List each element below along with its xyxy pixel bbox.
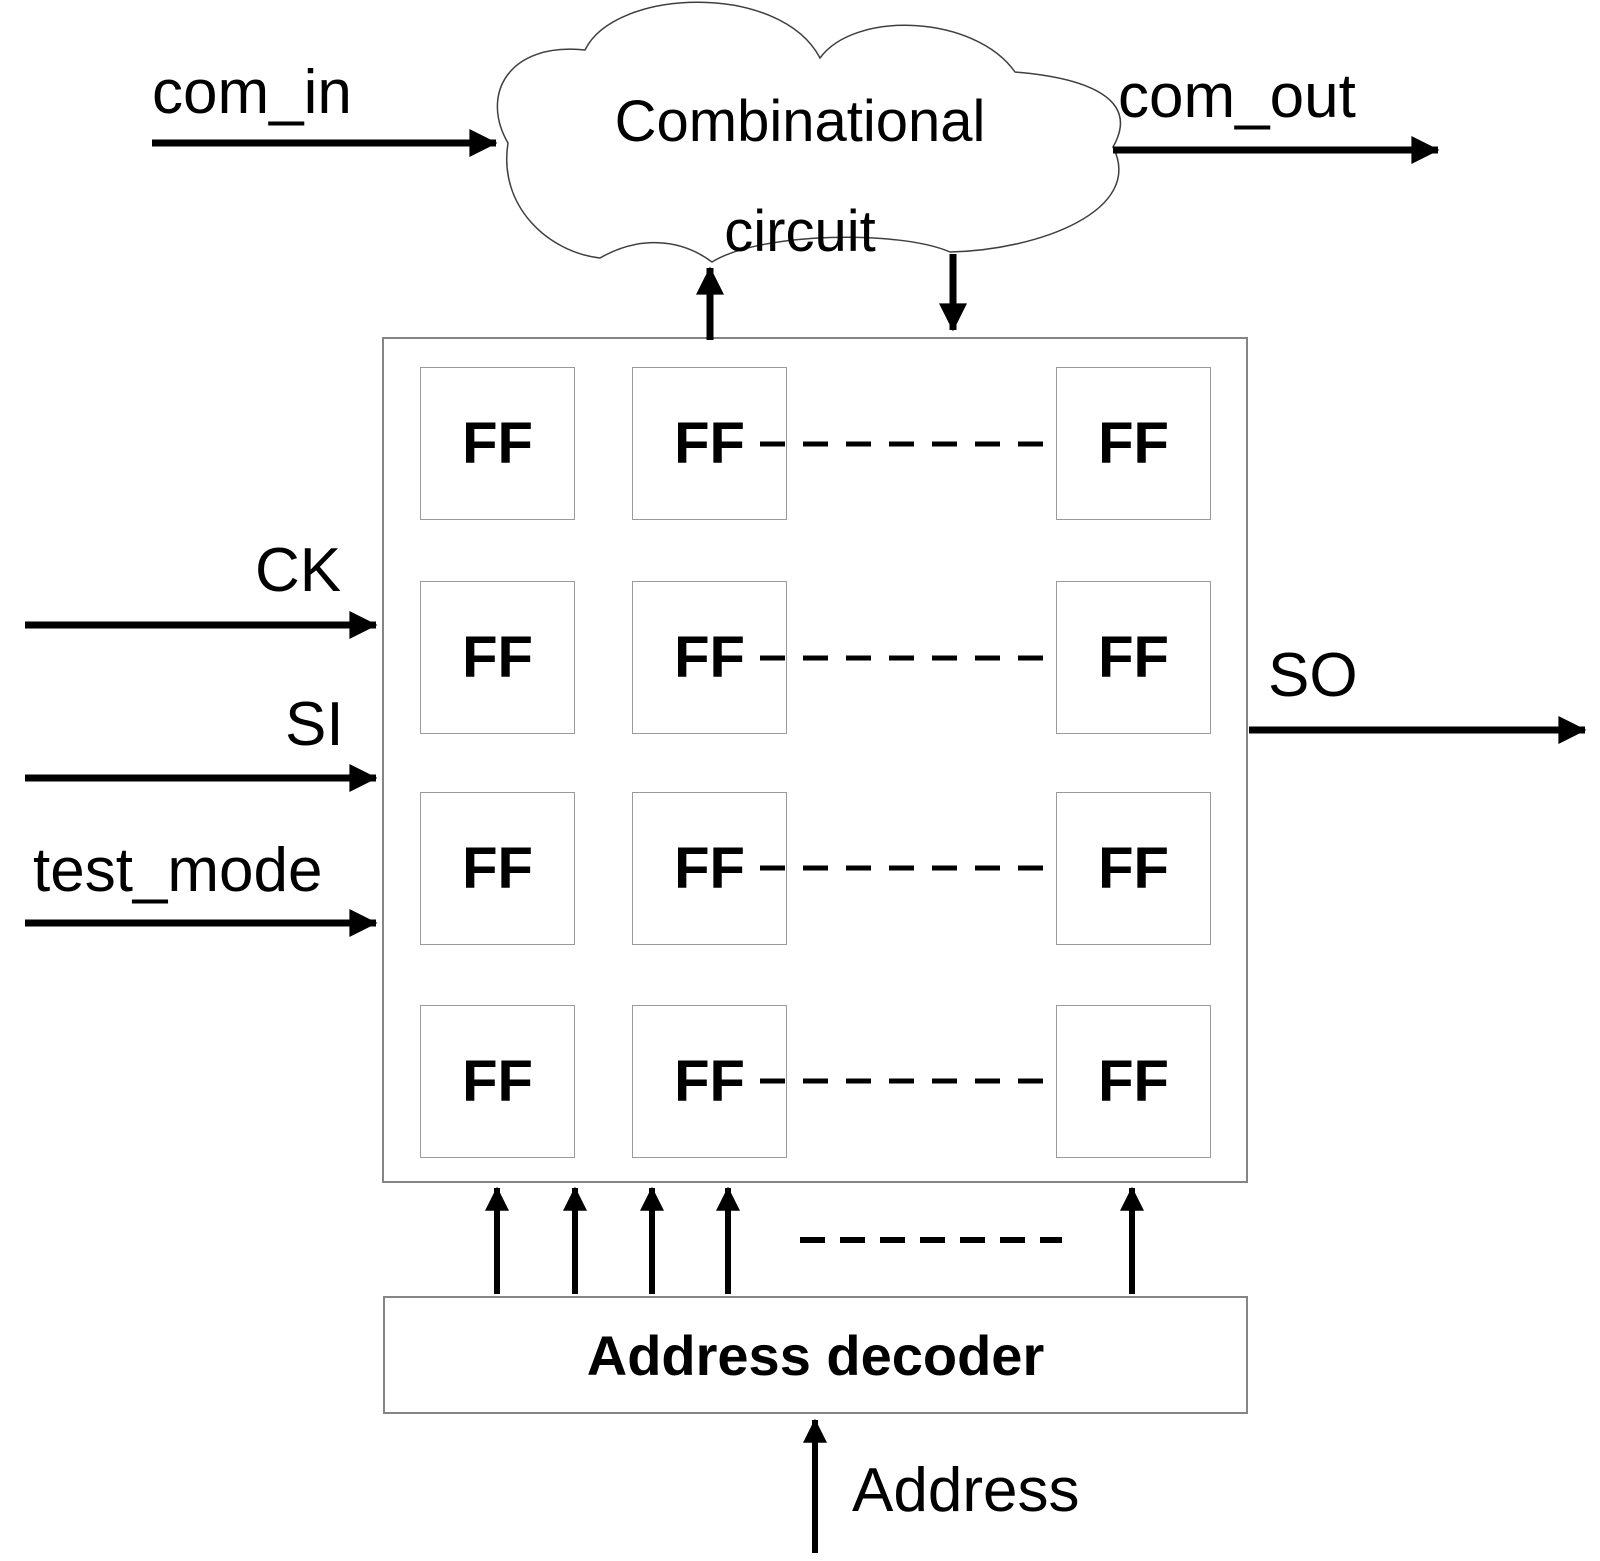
ff-cell: FF <box>1056 792 1211 945</box>
ck-label: CK <box>255 536 342 605</box>
ff-cell-label: FF <box>674 1049 745 1114</box>
combinational-circuit-label-line2: circuit <box>724 199 876 264</box>
combinational-circuit-label-line1: Combinational <box>614 89 986 154</box>
ff-cell-label: FF <box>674 411 745 476</box>
ff-cell: FF <box>632 1005 787 1158</box>
ff-cell-label: FF <box>674 836 745 901</box>
ff-cell: FF <box>420 581 575 734</box>
ff-cell: FF <box>420 1005 575 1158</box>
ff-cell-label: FF <box>462 625 533 690</box>
ff-cell-label: FF <box>462 411 533 476</box>
ff-cell: FF <box>632 367 787 520</box>
ff-cell: FF <box>1056 367 1211 520</box>
address-decoder-label: Address decoder <box>586 1323 1045 1387</box>
ff-cell-label: FF <box>674 625 745 690</box>
ff-cell: FF <box>632 581 787 734</box>
ff-cell-label: FF <box>462 836 533 901</box>
ff-cell-label: FF <box>1098 1049 1169 1114</box>
ff-cell: FF <box>1056 1005 1211 1158</box>
com-in-label: com_in <box>152 58 352 127</box>
ff-cell: FF <box>1056 581 1211 734</box>
ff-cell: FF <box>420 367 575 520</box>
ff-cell-label: FF <box>1098 411 1169 476</box>
si-label: SI <box>285 690 344 759</box>
test-mode-label: test_mode <box>33 836 323 905</box>
ff-cell: FF <box>420 792 575 945</box>
ff-cell-label: FF <box>1098 625 1169 690</box>
com-out-label: com_out <box>1118 62 1356 131</box>
so-label: SO <box>1268 641 1358 710</box>
ff-cell-label: FF <box>1098 836 1169 901</box>
ff-cell: FF <box>632 792 787 945</box>
address-label: Address <box>852 1456 1080 1525</box>
ff-cell-label: FF <box>462 1049 533 1114</box>
address-decoder-box: Address decoder <box>383 1296 1248 1414</box>
